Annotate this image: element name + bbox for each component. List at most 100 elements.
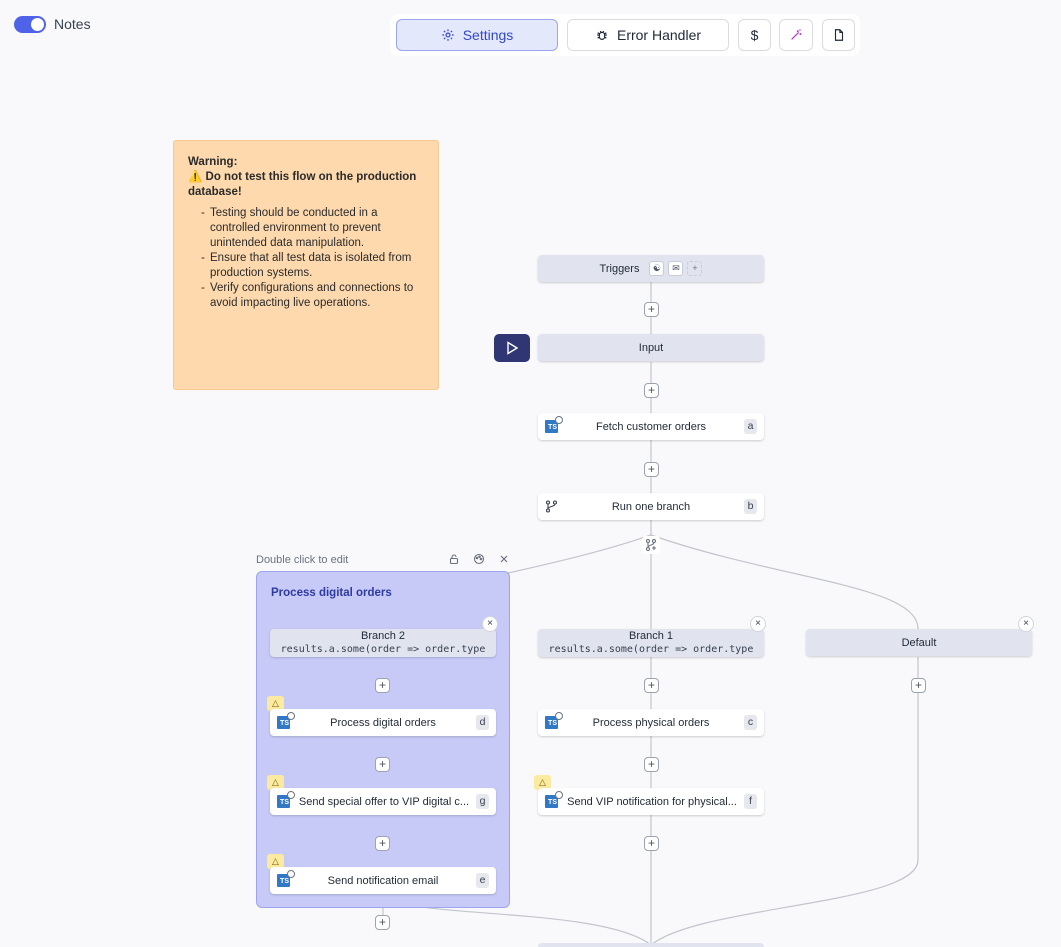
typescript-icon: TS: [277, 716, 290, 729]
add-step-button[interactable]: +: [375, 836, 390, 851]
node-label: Run one branch: [611, 500, 691, 513]
play-icon: [507, 341, 519, 355]
list-item: Ensure that all test data is isolated fr…: [201, 251, 424, 281]
add-step-button[interactable]: +: [644, 383, 659, 398]
process-physical-orders-node[interactable]: TS Process physical orders c: [538, 709, 764, 736]
fetch-customer-orders-node[interactable]: TS Fetch customer orders a: [538, 413, 764, 440]
remove-branch-button[interactable]: ×: [750, 616, 766, 632]
notes-label: Notes: [54, 16, 91, 32]
add-step-button[interactable]: +: [644, 757, 659, 772]
node-label: Send notification email: [327, 874, 439, 887]
mail-icon[interactable]: ✉: [668, 261, 684, 276]
triggers-label: Triggers: [599, 262, 640, 275]
status-icon: [287, 870, 295, 878]
process-digital-orders-node[interactable]: TS Process digital orders d: [270, 709, 496, 736]
vip-physical-notification-node[interactable]: TS Send VIP notification for physical...…: [538, 788, 764, 815]
note-subtitle: Do not test this flow on the production …: [188, 171, 417, 198]
bug-icon: [597, 30, 607, 40]
add-step-button[interactable]: +: [644, 678, 659, 693]
typescript-icon: TS: [545, 795, 558, 808]
magic-wand-icon: [791, 29, 802, 40]
status-icon: [555, 416, 563, 424]
node-label: Send special offer to VIP digital c...: [298, 795, 470, 808]
result-node[interactable]: [538, 943, 764, 947]
vip-digital-offer-node[interactable]: TS Send special offer to VIP digital c..…: [270, 788, 496, 815]
group-hint: Double click to edit: [256, 554, 349, 566]
node-label: Send VIP notification for physical...: [567, 795, 737, 808]
add-step-button[interactable]: +: [375, 678, 390, 693]
add-step-button[interactable]: +: [644, 836, 659, 851]
settings-label: Settings: [462, 27, 514, 43]
typescript-icon: TS: [277, 874, 290, 887]
warning-icon: △: [534, 775, 551, 790]
typescript-icon: TS: [545, 420, 558, 433]
test-run-button[interactable]: [494, 334, 530, 362]
group-title: Process digital orders: [271, 587, 392, 599]
warning-icon: △: [267, 696, 284, 711]
run-one-branch-node[interactable]: Run one branch b: [538, 493, 764, 520]
node-id: e: [476, 873, 489, 888]
lock-icon[interactable]: [448, 553, 460, 565]
branch-label: Branch 1: [628, 630, 674, 642]
add-trigger-icon[interactable]: +: [687, 261, 703, 276]
webhook-icon[interactable]: ☯: [649, 261, 665, 276]
node-id: d: [476, 715, 489, 730]
file-button[interactable]: [822, 19, 855, 51]
node-label: Process physical orders: [592, 716, 710, 729]
node-id: b: [744, 499, 757, 514]
settings-button[interactable]: Settings: [396, 19, 558, 51]
file-icon: [834, 29, 843, 41]
add-branch-button[interactable]: [642, 536, 660, 554]
warning-icon: △: [267, 854, 284, 869]
error-handler-button[interactable]: Error Handler: [567, 19, 729, 51]
note-list: Testing should be conducted in a control…: [188, 206, 424, 311]
node-id: g: [476, 794, 489, 809]
branch-1-node[interactable]: Branch 1 results.a.some(order => order.t…: [538, 629, 764, 657]
triggers-node[interactable]: Triggers ☯ ✉ +: [538, 255, 764, 282]
input-label: Input: [638, 341, 664, 354]
add-step-button[interactable]: +: [644, 462, 659, 477]
node-id: a: [744, 419, 757, 434]
status-icon: [287, 791, 295, 799]
branch-label: Default: [901, 636, 937, 649]
branch-expression: results.a.some(order => order.type: [548, 644, 754, 655]
palette-icon[interactable]: [473, 553, 485, 565]
list-item: Verify configurations and connections to…: [201, 281, 424, 311]
error-handler-label: Error Handler: [616, 27, 702, 43]
node-id: c: [744, 715, 757, 730]
warning-icon: ⚠️: [188, 171, 206, 183]
node-id: f: [744, 794, 757, 809]
node-label: Process digital orders: [330, 716, 436, 729]
branch-icon: [545, 500, 558, 513]
branch-2-node[interactable]: Branch 2 results.a.some(order => order.t…: [270, 629, 496, 657]
node-label: Fetch customer orders: [595, 420, 707, 433]
group-box[interactable]: [256, 571, 510, 908]
input-node[interactable]: Input: [538, 334, 764, 361]
branch-expression: results.a.some(order => order.type: [280, 644, 486, 655]
list-item: Testing should be conducted in a control…: [201, 206, 424, 251]
branch-label: Branch 2: [360, 630, 406, 642]
add-step-button[interactable]: +: [911, 678, 926, 693]
dollar-icon: $: [750, 27, 759, 43]
send-notification-email-node[interactable]: TS Send notification email e: [270, 867, 496, 894]
typescript-icon: TS: [545, 716, 558, 729]
add-step-button[interactable]: +: [375, 757, 390, 772]
add-step-button[interactable]: +: [644, 302, 659, 317]
note-title: Warning:: [188, 156, 238, 168]
default-branch-node[interactable]: Default: [806, 629, 1032, 656]
close-icon[interactable]: [498, 553, 510, 565]
status-icon: [555, 712, 563, 720]
status-icon: [287, 712, 295, 720]
notes-toggle[interactable]: [14, 16, 46, 33]
status-icon: [555, 791, 563, 799]
typescript-icon: TS: [277, 795, 290, 808]
cost-button[interactable]: $: [738, 19, 771, 51]
add-step-button[interactable]: +: [375, 915, 390, 930]
warning-note[interactable]: Warning: ⚠️ Do not test this flow on the…: [173, 140, 439, 390]
ai-button[interactable]: [779, 19, 813, 51]
gear-icon: [442, 29, 454, 41]
remove-branch-button[interactable]: ×: [1018, 616, 1034, 632]
warning-icon: △: [267, 775, 284, 790]
remove-branch-button[interactable]: ×: [482, 616, 498, 632]
